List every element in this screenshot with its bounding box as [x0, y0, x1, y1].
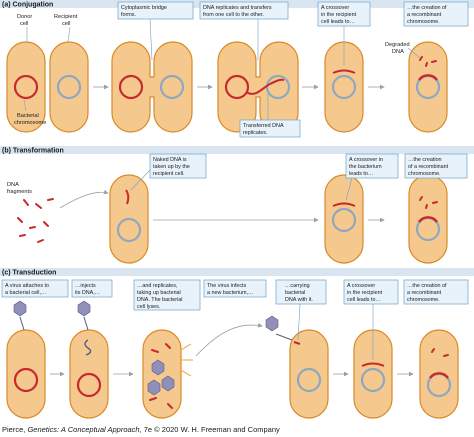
callout-recombinant-b: [404, 153, 468, 179]
callout-crossover-a: [317, 1, 371, 27]
callout-replicates: [239, 119, 301, 138]
donor-cell-label: Donor cell: [17, 14, 34, 27]
section-label-transduction: (c) Transduction: [2, 270, 56, 277]
callout-carrying: [275, 279, 327, 305]
recipient-cell: [49, 41, 89, 133]
dna-fragments-label: DNA fragments: [7, 182, 32, 195]
transduction-cell-lysing: [142, 329, 182, 419]
recipient-chromosome: [56, 74, 82, 100]
callout-injects: [71, 279, 113, 298]
callout-crossover-b: [345, 153, 399, 179]
svg-text:A virus attaches toa bacterial: A virus attaches toa bacterial cell,…: [5, 283, 49, 296]
section-band-c: [0, 268, 474, 276]
donor-cell: [6, 41, 46, 133]
bacterial-chromosome-label: Bacterial chromosome: [14, 113, 46, 126]
recipient-cell-label: Recipient cell: [54, 14, 79, 27]
recombinant-cell: [408, 41, 448, 133]
callout-recombinant-c: [403, 279, 469, 305]
section-label-transformation: (b) Transformation: [2, 148, 64, 155]
virus-icon: [77, 300, 91, 317]
callout-transfer: [199, 1, 289, 20]
callout-bridge: [117, 1, 194, 20]
donor-chromosome: [13, 74, 39, 100]
callout-virus-attaches: [1, 279, 69, 298]
callout-infects: [203, 279, 267, 298]
section-band-b: [0, 146, 474, 154]
virus-icon: [265, 315, 279, 332]
callout-replicates-lyses: [133, 279, 201, 311]
conjugation-row: Donor cell Recipient cell Bacterial chro…: [6, 1, 469, 138]
callout-crossover-c: [343, 279, 399, 305]
transduction-cell-new: [289, 329, 329, 419]
transduction-cell-1: [6, 329, 46, 419]
transformation-crossover-cell: [324, 174, 364, 264]
degraded-dna-label: Degraded DNA: [385, 42, 411, 55]
svg-text:…and replicates,taking up bact: …and replicates,taking up bacterialDNA. …: [137, 283, 182, 310]
credit-line: Pierce, Genetics: A Conceptual Approach,…: [2, 425, 280, 434]
bridged-cells: [111, 41, 193, 133]
callout-recombinant-a: [403, 1, 469, 27]
section-label-conjugation: (a) Conjugation: [2, 2, 53, 9]
transferred-dna: [245, 78, 285, 95]
callout-naked-dna: [149, 153, 207, 179]
virus-icon: [13, 300, 27, 317]
